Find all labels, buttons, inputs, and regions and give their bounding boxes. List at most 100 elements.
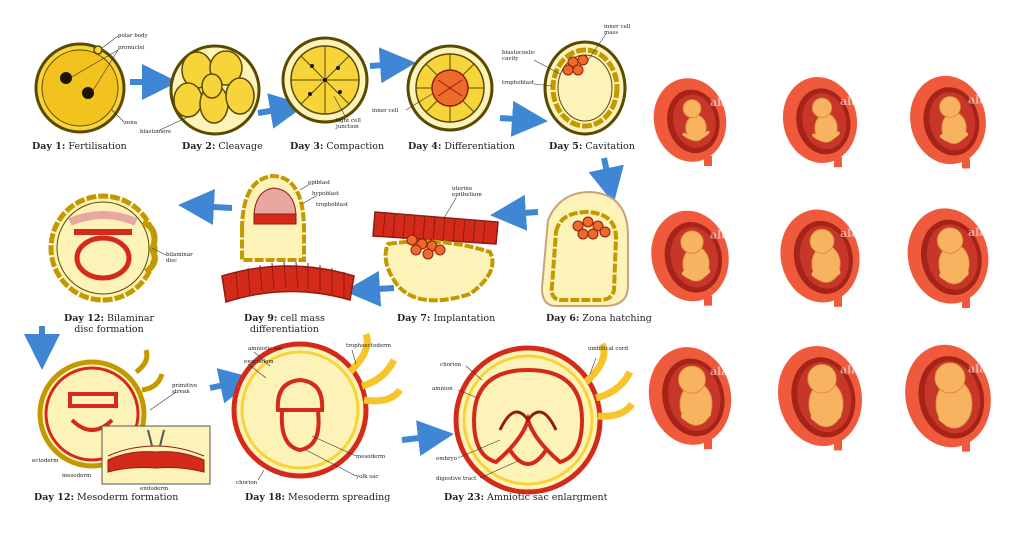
fetus-stage-6: alamy	[907, 208, 1005, 308]
fetus-head	[678, 365, 706, 394]
day3-compaction	[281, 36, 369, 124]
fetus-head	[811, 97, 833, 118]
cervix	[962, 298, 970, 308]
label-digestive-tract: digestive tract	[436, 476, 477, 482]
caption-day23: Day 23: Amniotic sac enlargment	[444, 492, 608, 503]
label-chorion-day23: chorion	[440, 362, 462, 368]
watermark-text: alamy	[840, 227, 877, 240]
watermark-text: alamy	[710, 228, 747, 241]
fetus-stage-4: alamy	[651, 210, 747, 306]
fetus-stage-7: alamy	[648, 347, 747, 450]
caption-day4: Day 4: Differentiation	[408, 141, 515, 152]
label-mesoderm: mesoderm	[62, 473, 92, 479]
day18-mesoderm-spreading	[231, 332, 403, 481]
caption-day5: Day 5: Cavitation	[549, 141, 635, 152]
label-endoderm: endoderm	[140, 486, 169, 492]
arrow-day18-day23	[401, 420, 454, 456]
fetus-head	[682, 99, 702, 118]
fetus-head	[807, 363, 837, 394]
fetus-limb	[681, 268, 711, 280]
label-epiblast: epiblast	[308, 180, 331, 186]
caption-day6: Day 6: Zona hatching	[546, 313, 652, 324]
fetus-growth-grid: alamy alamy alamy alamy alamy alamy alamy alamy…	[648, 75, 1005, 452]
arrow-day4-day5	[499, 100, 548, 137]
caption-day7: Day 7: Implantation	[397, 313, 496, 324]
cervix	[834, 440, 842, 451]
cervix	[704, 439, 712, 450]
fetus-stage-2: alamy	[782, 77, 877, 168]
fetus-limb	[811, 269, 841, 282]
cervix	[962, 441, 970, 452]
label-polar-body: polar body	[118, 33, 148, 39]
day4-differentiation	[405, 44, 494, 132]
label-chorion-day18: chorion	[236, 480, 258, 486]
label-pronuclei: pronuclei	[118, 45, 145, 51]
arrow-day6-day7	[490, 194, 539, 231]
watermark-text: alamy	[710, 96, 747, 109]
caption-day12-mesoderm: Day 12: Mesoderm formation	[34, 492, 179, 503]
arrow-day7-day9	[344, 270, 395, 307]
label-hypoblast: hypoblast	[312, 191, 340, 197]
label-amnion: amnion	[432, 386, 453, 392]
arrow-day5-day6	[588, 157, 624, 204]
watermark-text: alamy	[968, 94, 1005, 107]
caption-day18: Day 18: Mesoderm spreading	[245, 492, 391, 503]
day7-implantation	[372, 197, 499, 303]
fetus-head	[939, 96, 961, 118]
fetus-limb	[682, 130, 710, 141]
label-amniotic-sac: amniotic sac	[248, 346, 284, 352]
label-embryo: embryo	[436, 456, 458, 462]
day5-cavitation	[533, 33, 627, 136]
fetus-stage-5: alamy	[780, 209, 877, 307]
label-trophoectoderm: trophoectoderm	[346, 343, 392, 349]
watermark-text: alamy	[968, 226, 1005, 239]
label-exocoelom: exocoelom	[244, 359, 274, 365]
fetus-limb	[938, 412, 970, 427]
label-trophoblast: trophoblast	[502, 80, 535, 86]
day2-cleavage	[159, 44, 261, 136]
fetus-head	[809, 228, 835, 254]
fetus-limb	[681, 411, 711, 424]
fetus-head	[936, 227, 964, 254]
caption-day3: Day 3: Compaction	[290, 141, 385, 152]
fetus-stage-1: alamy	[653, 78, 747, 166]
arrow-day3-day4	[369, 47, 416, 84]
day9-cell-mass-differentiation	[221, 173, 355, 303]
fetus-head	[934, 362, 966, 394]
day6-zona-hatching	[540, 190, 629, 307]
fetus-limb	[812, 131, 840, 142]
day1-zygote	[34, 35, 126, 134]
arrow-day2-day3	[257, 93, 306, 129]
label-umbilical-cord: umbilical cord	[588, 346, 628, 352]
cervix	[962, 158, 970, 169]
fetus-stage-9: alamy	[905, 344, 1005, 452]
watermark-text: alamy	[968, 362, 1005, 375]
day12-mesoderm-formation	[37, 349, 211, 485]
label-mesoderm-day18: mesoderm	[356, 454, 386, 460]
fetus-limb	[810, 411, 842, 425]
arrow-day9-day12	[178, 189, 233, 225]
fetus-stage-3: alamy	[910, 75, 1005, 169]
arrow-day12-day18	[209, 368, 256, 404]
day23-amniotic-sac	[453, 342, 635, 495]
label-trophoblast-day9: trophoblast	[316, 202, 349, 208]
caption-day1: Day 1: Fertilisation	[32, 141, 127, 152]
watermark-text: alamy	[840, 364, 877, 377]
embryology-diagram	[24, 33, 635, 495]
cervix	[704, 295, 712, 306]
watermark-text: alamy	[710, 365, 747, 378]
label-ectoderm: ectoderm	[32, 458, 59, 464]
caption-day2: Day 2: Cleavage	[182, 141, 263, 152]
label-inner-cell: inner cell	[372, 108, 399, 114]
cervix	[834, 157, 842, 168]
fetus-stage-8: alamy	[777, 345, 877, 451]
